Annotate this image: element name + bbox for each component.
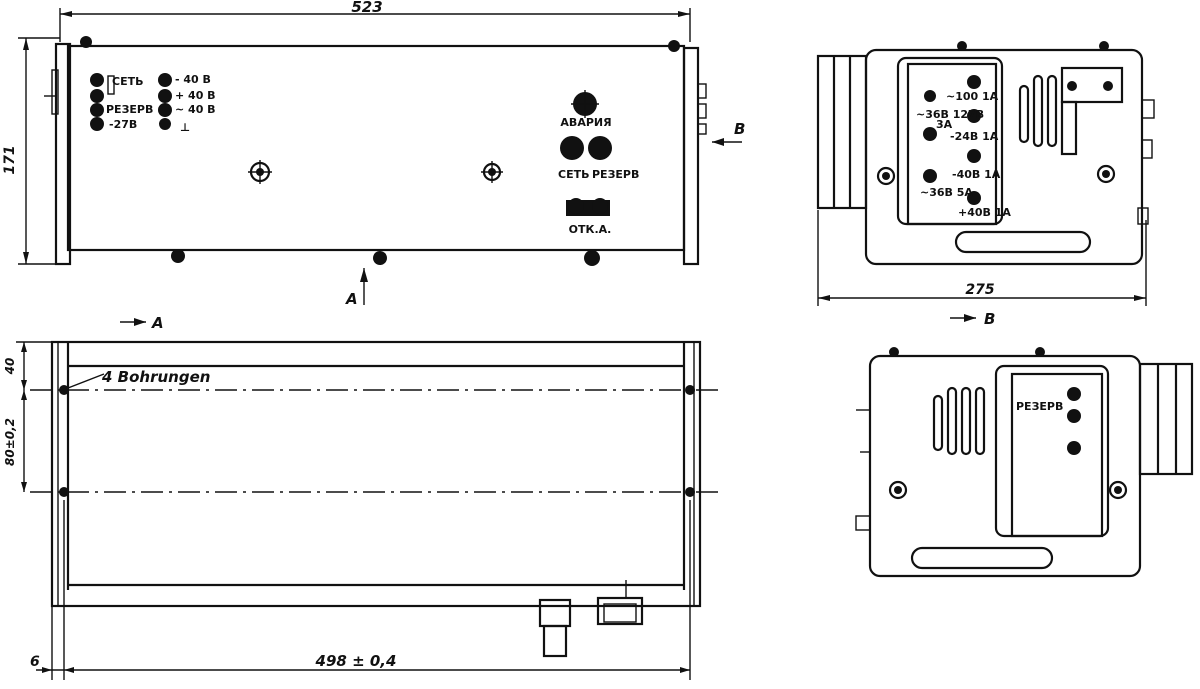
holes-note: 4 Bohrungen bbox=[101, 368, 210, 386]
front-view: 523 171 С bbox=[2, 0, 745, 308]
dim-top-margin: 40 bbox=[3, 358, 17, 376]
dim-front-width: 523 bbox=[351, 0, 382, 16]
dim-left-offset: 6 bbox=[30, 654, 40, 670]
front-label-net2: СЕТЬ bbox=[558, 168, 589, 181]
arrow-a-label: A bbox=[345, 290, 358, 308]
front-label-otk: ОТК.А. bbox=[569, 223, 612, 236]
side-label-2: ~36В 127В bbox=[916, 108, 984, 121]
dim-side-width: 275 bbox=[965, 282, 994, 298]
side-label-3: 3А bbox=[936, 118, 953, 131]
front-label-27v: -27В bbox=[109, 118, 137, 131]
dim-front-height: 171 bbox=[2, 145, 18, 174]
front-label-reserve: РЕЗЕРВ bbox=[106, 103, 153, 116]
side-view: ~100 1А ~36В 127В 3А -24В 1А -40В 1А ~36… bbox=[816, 41, 1155, 328]
bottom-view: A 4 Bohrungen 40 80±0,2 bbox=[3, 314, 720, 680]
front-label-ground: ⊥ bbox=[180, 121, 190, 134]
front-label-minus40: - 40 В bbox=[175, 73, 211, 86]
view-a-label: A bbox=[151, 314, 164, 332]
rear-view: РЕЗЕРВ bbox=[855, 347, 1194, 578]
view-b-label: B bbox=[984, 310, 995, 328]
front-label-ac40: ~ 40 В bbox=[175, 103, 216, 116]
dim-hole-spacing: 80±0,2 bbox=[3, 418, 17, 466]
front-label-net: СЕТЬ bbox=[112, 75, 143, 88]
arrow-b-label: B bbox=[734, 120, 745, 138]
side-label-4: -24В 1А bbox=[950, 130, 999, 143]
dim-hole-distance: 498 ± 0,4 bbox=[315, 652, 397, 670]
side-label-1: ~100 1А bbox=[946, 90, 999, 103]
front-label-reserve2: РЕЗЕРВ bbox=[592, 168, 639, 181]
side-label-6: ~36В 5А bbox=[920, 186, 973, 199]
front-label-plus40: + 40 В bbox=[175, 89, 216, 102]
rear-label-reserve: РЕЗЕРВ bbox=[1016, 400, 1063, 413]
front-label-alarm: АВАРИЯ bbox=[560, 116, 611, 129]
side-label-7: +40В 1А bbox=[958, 206, 1011, 219]
side-label-5: -40В 1А bbox=[952, 168, 1001, 181]
